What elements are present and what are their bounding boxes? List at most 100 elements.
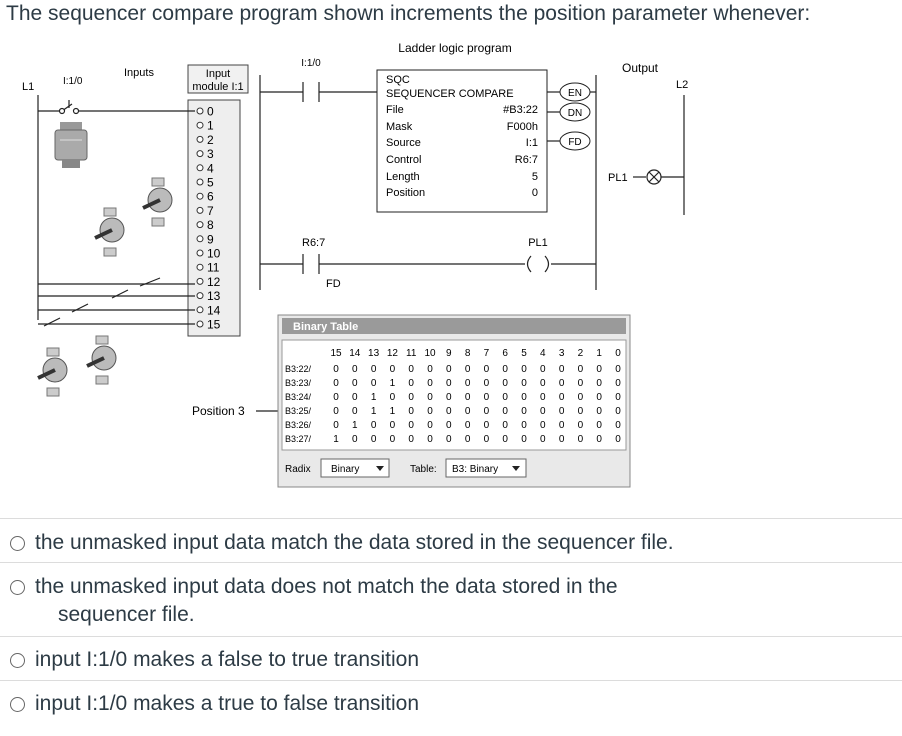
- radio-button[interactable]: [10, 697, 25, 712]
- bit-cell[interactable]: 0: [408, 364, 414, 375]
- bit-cell[interactable]: 0: [427, 392, 433, 403]
- bit-cell[interactable]: 0: [484, 434, 490, 445]
- bit-cell[interactable]: 0: [540, 420, 546, 431]
- bit-cell[interactable]: 0: [559, 434, 565, 445]
- bit-cell[interactable]: 0: [371, 378, 377, 389]
- bit-cell[interactable]: 0: [427, 378, 433, 389]
- radio-button[interactable]: [10, 580, 25, 595]
- bit-cell[interactable]: 0: [615, 406, 621, 417]
- bit-cell[interactable]: 0: [390, 364, 396, 375]
- choice-4[interactable]: input I:1/0 makes a true to false transi…: [0, 680, 902, 725]
- bit-cell[interactable]: 0: [408, 378, 414, 389]
- bit-cell[interactable]: 0: [465, 420, 471, 431]
- bit-cell[interactable]: 0: [559, 406, 565, 417]
- bit-cell[interactable]: 0: [521, 406, 527, 417]
- bit-cell[interactable]: 1: [352, 420, 358, 431]
- bit-cell[interactable]: 1: [371, 392, 377, 403]
- bit-cell[interactable]: 0: [615, 364, 621, 375]
- bit-cell[interactable]: 0: [371, 420, 377, 431]
- bit-cell[interactable]: 0: [578, 392, 584, 403]
- bit-cell[interactable]: 0: [540, 434, 546, 445]
- bit-cell[interactable]: 1: [333, 434, 339, 445]
- bit-cell[interactable]: 0: [390, 392, 396, 403]
- bit-cell[interactable]: 0: [615, 420, 621, 431]
- bit-cell[interactable]: 0: [540, 406, 546, 417]
- bit-cell[interactable]: 0: [559, 378, 565, 389]
- bit-cell[interactable]: 0: [578, 420, 584, 431]
- bit-cell[interactable]: 0: [484, 378, 490, 389]
- bit-cell[interactable]: 0: [615, 378, 621, 389]
- bit-cell[interactable]: 0: [596, 392, 602, 403]
- bit-cell[interactable]: 0: [371, 364, 377, 375]
- bit-cell[interactable]: 0: [371, 434, 377, 445]
- bit-cell[interactable]: 0: [446, 434, 452, 445]
- bit-cell[interactable]: 0: [559, 420, 565, 431]
- table-select[interactable]: B3: Binary: [445, 458, 527, 478]
- bit-cell[interactable]: 1: [390, 378, 396, 389]
- bit-cell[interactable]: 0: [521, 420, 527, 431]
- bit-cell[interactable]: 0: [484, 420, 490, 431]
- bit-cell[interactable]: 0: [559, 364, 565, 375]
- bit-cell[interactable]: 0: [521, 364, 527, 375]
- bit-cell[interactable]: 0: [484, 364, 490, 375]
- bit-cell[interactable]: 0: [408, 392, 414, 403]
- bit-cell[interactable]: 0: [521, 378, 527, 389]
- choice-1[interactable]: the unmasked input data match the data s…: [0, 518, 902, 563]
- bit-cell[interactable]: 0: [446, 392, 452, 403]
- bit-cell[interactable]: 0: [427, 406, 433, 417]
- bit-cell[interactable]: 0: [352, 392, 358, 403]
- bit-cell[interactable]: 0: [615, 392, 621, 403]
- bit-cell[interactable]: 0: [408, 420, 414, 431]
- bit-cell[interactable]: 0: [427, 420, 433, 431]
- bit-cell[interactable]: 0: [540, 392, 546, 403]
- bit-cell[interactable]: 0: [333, 364, 339, 375]
- bit-cell[interactable]: 0: [333, 378, 339, 389]
- bit-cell[interactable]: 0: [352, 406, 358, 417]
- bit-cell[interactable]: 0: [596, 378, 602, 389]
- bit-cell[interactable]: 1: [390, 406, 396, 417]
- bit-cell[interactable]: 0: [465, 364, 471, 375]
- bit-cell[interactable]: 0: [502, 364, 508, 375]
- bit-cell[interactable]: 0: [578, 378, 584, 389]
- bit-cell[interactable]: 0: [446, 406, 452, 417]
- bit-cell[interactable]: 0: [596, 406, 602, 417]
- bit-cell[interactable]: 0: [465, 434, 471, 445]
- bit-cell[interactable]: 0: [578, 364, 584, 375]
- bit-cell[interactable]: 0: [596, 364, 602, 375]
- bit-cell[interactable]: 0: [352, 434, 358, 445]
- bit-cell[interactable]: 0: [484, 392, 490, 403]
- bit-cell[interactable]: 0: [521, 392, 527, 403]
- radio-button[interactable]: [10, 536, 25, 551]
- radix-select[interactable]: Binary: [320, 458, 390, 478]
- bit-cell[interactable]: 0: [484, 406, 490, 417]
- bit-cell[interactable]: 0: [615, 434, 621, 445]
- bit-cell[interactable]: 0: [502, 378, 508, 389]
- bit-cell[interactable]: 0: [502, 406, 508, 417]
- bit-cell[interactable]: 0: [465, 392, 471, 403]
- bit-cell[interactable]: 0: [446, 420, 452, 431]
- bit-cell[interactable]: 0: [502, 434, 508, 445]
- bit-cell[interactable]: 0: [446, 378, 452, 389]
- bit-cell[interactable]: 0: [502, 392, 508, 403]
- bit-cell[interactable]: 0: [502, 420, 508, 431]
- bit-cell[interactable]: 0: [596, 434, 602, 445]
- radio-button[interactable]: [10, 653, 25, 668]
- bit-cell[interactable]: 0: [521, 434, 527, 445]
- bit-cell[interactable]: 0: [578, 406, 584, 417]
- bit-cell[interactable]: 0: [465, 378, 471, 389]
- bit-cell[interactable]: 0: [390, 420, 396, 431]
- bit-cell[interactable]: 0: [427, 364, 433, 375]
- bit-cell[interactable]: 0: [390, 434, 396, 445]
- bit-cell[interactable]: 0: [540, 364, 546, 375]
- bit-cell[interactable]: 0: [559, 392, 565, 403]
- bit-cell[interactable]: 0: [596, 420, 602, 431]
- bit-cell[interactable]: 0: [333, 420, 339, 431]
- choice-3[interactable]: input I:1/0 makes a false to true transi…: [0, 636, 902, 681]
- bit-cell[interactable]: 0: [465, 406, 471, 417]
- bit-cell[interactable]: 0: [408, 406, 414, 417]
- bit-cell[interactable]: 1: [371, 406, 377, 417]
- bit-cell[interactable]: 0: [408, 434, 414, 445]
- choice-2[interactable]: the unmasked input data does not match t…: [0, 562, 902, 637]
- bit-cell[interactable]: 0: [540, 378, 546, 389]
- bit-cell[interactable]: 0: [333, 406, 339, 417]
